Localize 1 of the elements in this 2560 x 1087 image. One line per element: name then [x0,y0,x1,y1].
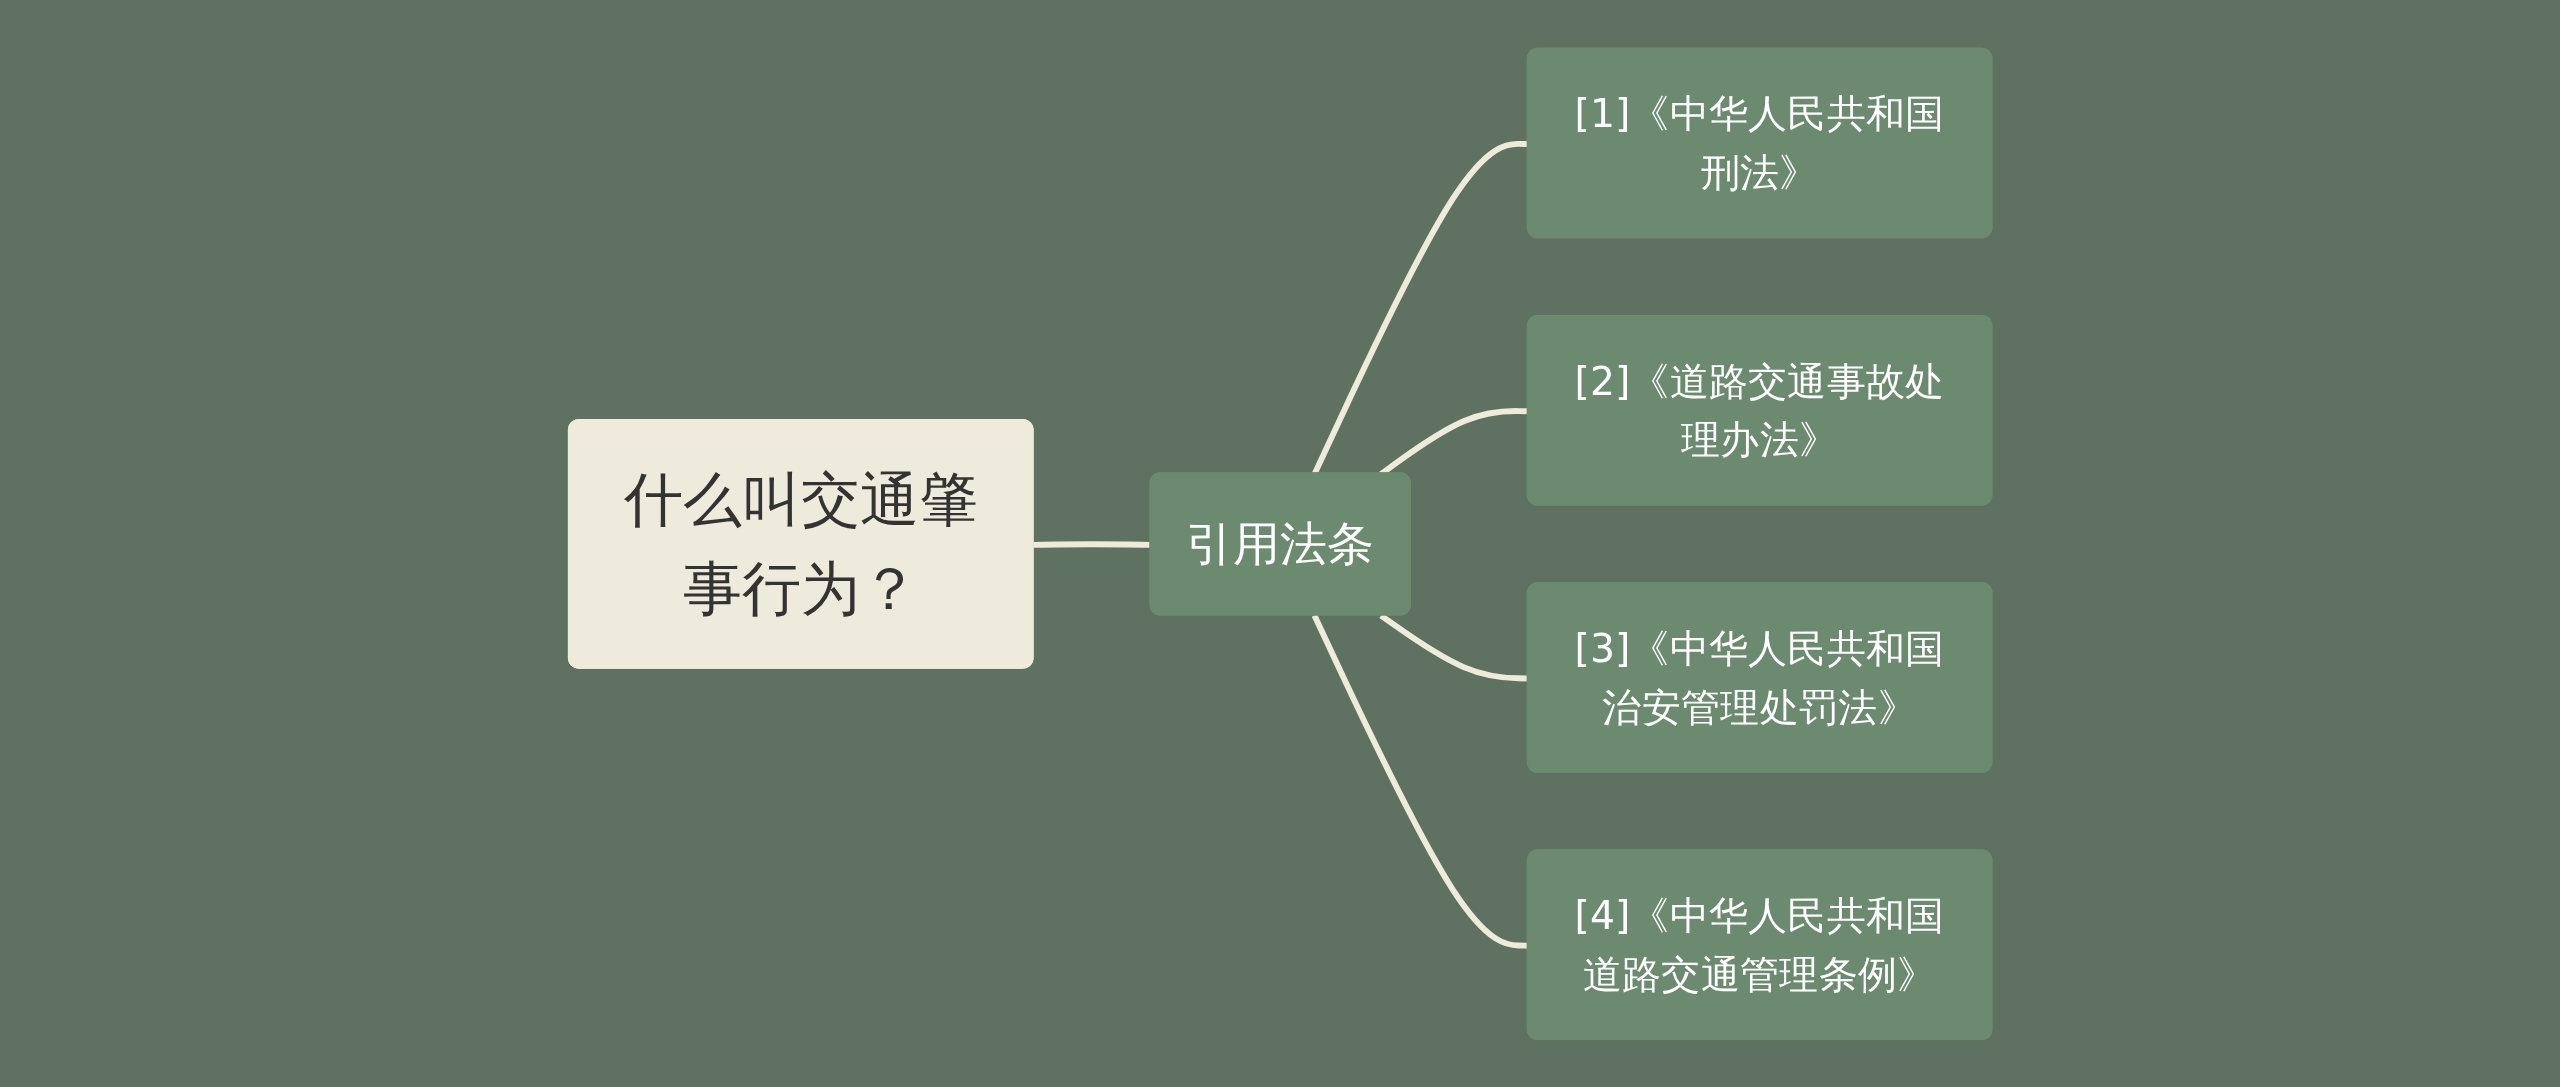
connector [1311,140,1529,475]
